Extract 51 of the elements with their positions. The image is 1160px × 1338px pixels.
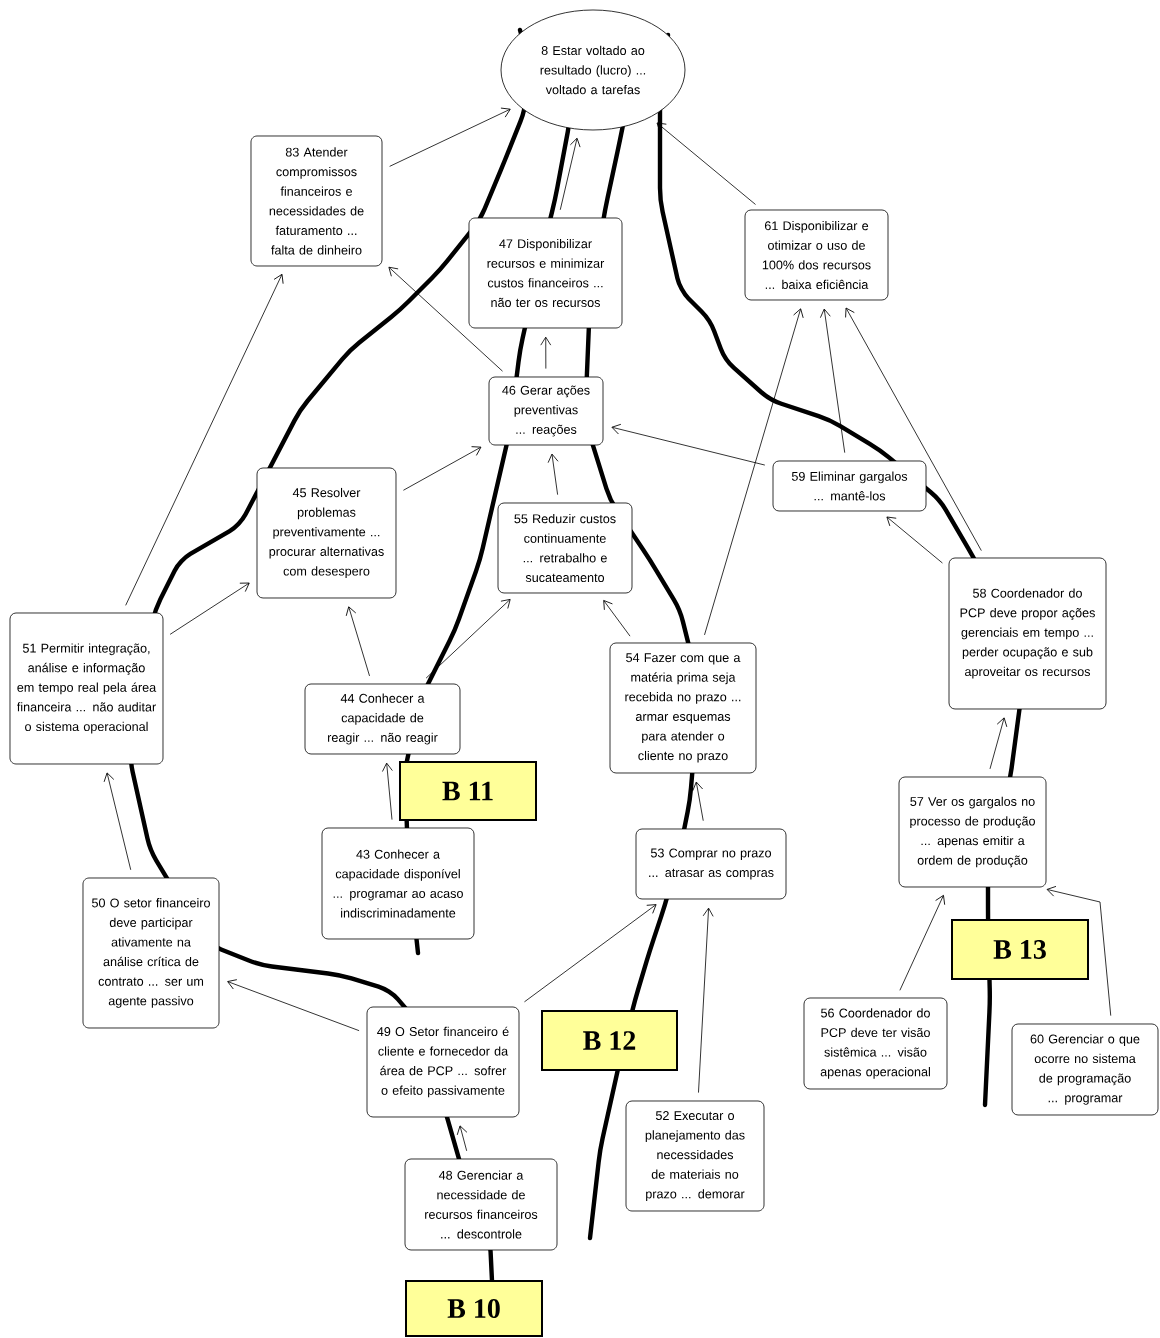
concept-box: 59 Eliminar gargalos ... mantê-los <box>772 460 927 512</box>
arrow <box>388 266 503 372</box>
block-label: B 10 <box>405 1280 543 1337</box>
arrow <box>389 107 511 167</box>
concept-box: 51 Permitir integração, análise e informação em tempo real pela área financeira ... não auditar o sistema operacional <box>9 612 164 765</box>
arrow <box>425 598 511 679</box>
arrow <box>692 781 704 822</box>
block-label: B 13 <box>951 919 1089 980</box>
concept-box: 60 Gerenciar o que ocorre no sistema de programação ... programar <box>1011 1023 1159 1116</box>
arrow <box>899 894 946 991</box>
concept-box: 57 Ver os gargalos no processo de produção ... apenas emitir a ordem de produção <box>898 776 1047 888</box>
concept-box: 46 Gerar ações preventivas ... reações <box>488 376 604 446</box>
arrow <box>547 453 559 496</box>
arrow <box>886 516 943 564</box>
arrow <box>820 308 846 454</box>
concept-box: 55 Reduzir custos continuamente ... retrabalho e sucateamento <box>497 502 633 594</box>
arrow <box>989 717 1008 770</box>
concept-box: 52 Executar o planejamento das necessidades de materiais no prazo ... demorar <box>625 1100 765 1212</box>
arrow <box>103 772 132 871</box>
concept-box: 61 Disponibilizar e otimizar o uso de 100% dos recursos ... baixa eficiência <box>744 209 889 301</box>
arrow <box>456 1125 468 1152</box>
arrow <box>345 606 370 677</box>
concept-box: 45 Resolver problemas preventivamente ... procurar alternativas com desespero <box>256 467 397 599</box>
arrow <box>845 307 982 551</box>
concept-box: 48 Gerenciar a necessidade de recursos financeiros ... descontrole <box>404 1158 558 1251</box>
concept-box: 49 O Setor financeiro é cliente e fornecedor da área de PCP ... sofrer o efeito passivamente <box>366 1006 520 1118</box>
arrow <box>227 979 360 1032</box>
concept-box: 47 Disponibilizar recursos e minimizar custos financeiros ... não ter os recursos <box>468 217 623 329</box>
arrow <box>559 137 581 211</box>
arrow <box>611 423 766 466</box>
concept-box: 53 Comprar no prazo ... atrasar as compras <box>635 828 787 900</box>
concept-box: 83 Atender compromissos financeiros e necessidades de faturamento ... falta de dinheiro <box>250 135 383 267</box>
arrow <box>125 273 284 606</box>
arrow <box>169 582 250 635</box>
arrow <box>1046 886 1112 1017</box>
concept-box: 58 Coordenador do PCP deve propor ações gerenciais em tempo ... perder ocupação e sub aproveitar os recursos <box>948 557 1107 710</box>
block-label: B 11 <box>399 761 537 821</box>
concept-box: 43 Conhecer a capacidade disponível ... programar ao acaso indiscriminadamente <box>321 827 475 940</box>
concept-box: 44 Conhecer a capacidade de reagir ... não reagir <box>304 683 461 755</box>
concept-box: 50 O setor financeiro deve participar ativamente na análise crítica de contrato ... ser um agente passivo <box>82 877 220 1029</box>
concept-box: 54 Fazer com que a matéria prima seja recebida no prazo ... armar esquemas para atender o cliente no prazo <box>609 642 757 774</box>
arrow <box>704 308 804 636</box>
arrow <box>382 762 393 820</box>
arrow <box>403 446 482 491</box>
concept-box: 56 Coordenador do PCP deve ter visão sistêmica ... visão apenas operacional <box>803 997 948 1090</box>
arrow <box>698 907 714 1093</box>
arrow <box>540 336 552 369</box>
arrow <box>524 904 657 1003</box>
arrow <box>603 600 631 637</box>
block-label: B 12 <box>541 1010 678 1071</box>
arrow <box>656 122 756 205</box>
